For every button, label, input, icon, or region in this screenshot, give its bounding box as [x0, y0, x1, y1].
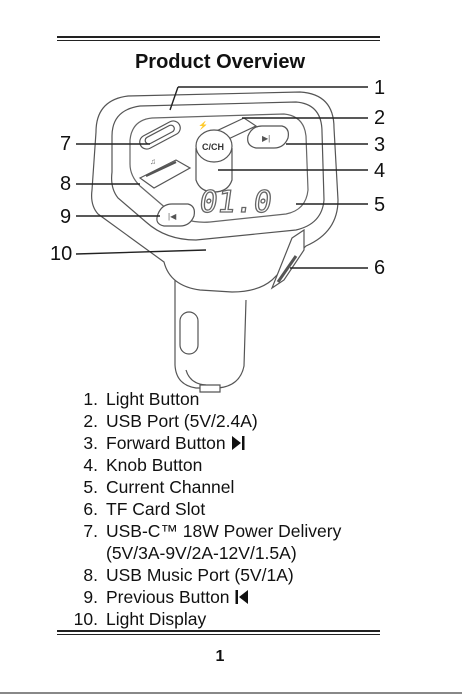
item-text: (5V/3A-9V/2A-12V/1.5A) [106, 543, 297, 563]
page-number: 1 [0, 648, 440, 666]
next-track-icon [231, 435, 245, 451]
item-text: Previous Button [106, 587, 230, 607]
led-display: 01.0 [197, 185, 274, 220]
svg-text:⚡: ⚡ [198, 120, 208, 130]
item-number: 4. [83, 455, 98, 475]
item-text: Current Channel [106, 477, 234, 497]
svg-text:▶|: ▶| [262, 134, 270, 143]
callout-7: 7 [60, 134, 71, 154]
svg-text:C/CH: C/CH [202, 142, 224, 152]
item-number: 1. [83, 389, 98, 409]
callout-8: 8 [60, 174, 71, 194]
svg-text:|◀: |◀ [168, 212, 177, 221]
item-number: 5. [83, 477, 98, 497]
item-text: USB-C™ 18W Power Delivery [106, 521, 341, 541]
item-number: 2. [83, 411, 98, 431]
car-charger-diagram: ▶| |◀ C/CH 01.0 ⚡ ♫ [0, 0, 462, 395]
item-text: USB Port (5V/2.4A) [106, 411, 258, 431]
item-text: Forward Button [106, 433, 226, 453]
item-number: 6. [83, 499, 98, 519]
callout-6: 6 [374, 258, 385, 278]
item-text: Knob Button [106, 455, 202, 475]
bottom-rule [57, 630, 380, 632]
item-number: 8. [83, 565, 98, 585]
callout-4: 4 [374, 161, 385, 181]
callout-3: 3 [374, 135, 385, 155]
previous-track-icon [235, 589, 249, 605]
item-number: 3. [83, 433, 98, 453]
footer-divider [0, 692, 462, 694]
item-text: Light Button [106, 389, 199, 409]
svg-text:01.0: 01.0 [197, 185, 274, 220]
item-number: 9. [83, 587, 98, 607]
item-number: 10. [74, 609, 98, 629]
callout-5: 5 [374, 195, 385, 215]
knob: C/CH [196, 130, 232, 192]
svg-text:♫: ♫ [150, 157, 156, 166]
callout-2: 2 [374, 108, 385, 128]
item-text: TF Card Slot [106, 499, 205, 519]
callout-1: 1 [374, 78, 385, 98]
item-text: USB Music Port (5V/1A) [106, 565, 294, 585]
bottom-rule-thin [57, 634, 380, 635]
item-number: 7. [83, 521, 98, 541]
item-text: Light Display [106, 609, 206, 629]
callout-9: 9 [60, 207, 71, 227]
callout-10: 10 [50, 244, 72, 264]
